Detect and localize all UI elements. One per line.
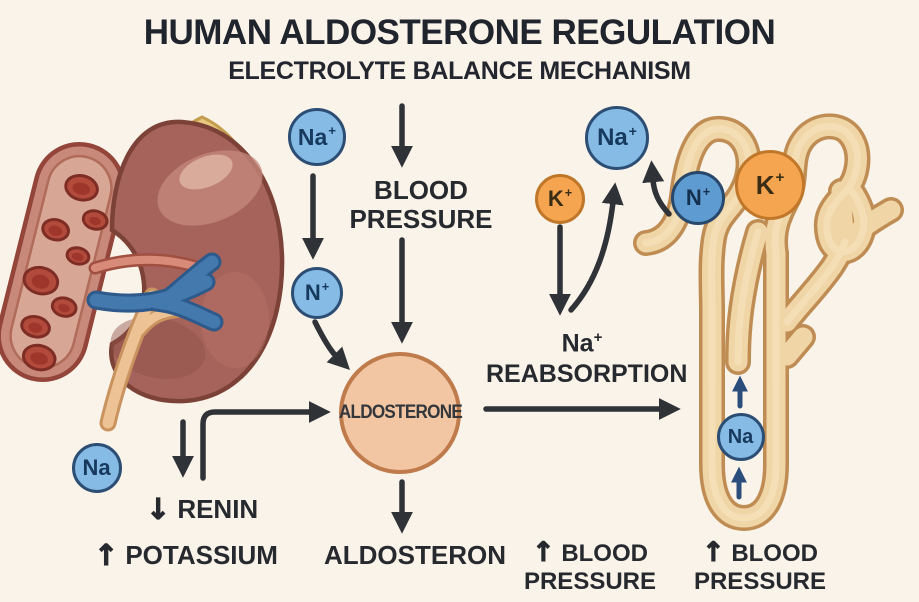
- potassium-ion-mid: K+: [535, 174, 585, 224]
- arrow-n-to-aldosterone: [312, 319, 350, 371]
- renin-label: ↓ RENIN: [145, 492, 259, 527]
- ion-label: Na: [597, 124, 628, 151]
- potassium-label: ↑ POTASSIUM: [93, 538, 278, 573]
- adrenal-gland-icon: [146, 115, 262, 206]
- ion-label: K: [547, 186, 564, 211]
- na-reabsorption-label: Na+ REABSORPTION: [486, 329, 688, 389]
- kidney-illustration: [0, 115, 285, 432]
- up-arrow-icon: ↑: [532, 537, 556, 568]
- arrow-k-to-na: [568, 182, 624, 313]
- ion-label: Na: [297, 123, 328, 150]
- up-arrow-icon: ↑: [702, 537, 726, 568]
- aldosterone-label: ALDOSTERONE: [338, 402, 462, 423]
- kidney-icon: [109, 119, 285, 404]
- ion-charge: +: [564, 185, 573, 201]
- aldosterone-node: ALDOSTERONE: [338, 352, 462, 474]
- renal-vein-icon: [86, 252, 224, 332]
- arrow-n-to-na: [642, 160, 672, 217]
- blood-pressure-top-label: BLOOD PRESSURE: [349, 175, 493, 234]
- blood-vessel-icon: [0, 142, 126, 382]
- potassium-ion-nephron: K+: [735, 150, 805, 220]
- sodium-ion-top-left: Na+: [288, 108, 346, 166]
- ion-charge: +: [775, 168, 785, 186]
- ion-label: Na: [727, 425, 754, 448]
- down-arrow-icon: ↓: [145, 492, 171, 527]
- aldosteron-bottom-label: ALDOSTERON: [324, 540, 506, 570]
- ion-label: N: [685, 185, 702, 210]
- ion-charge: +: [328, 122, 337, 138]
- ion-label: N: [304, 280, 321, 305]
- page-title: HUMAN ALDOSTERONE REGULATION: [143, 13, 776, 52]
- blood-pressure-mid-label: ↑ BLOOD PRESSURE: [523, 537, 657, 595]
- sodium-ion-loop: Na: [717, 413, 765, 461]
- sodium-ion-right: N+: [671, 171, 725, 225]
- blood-pressure-right-label: ↑ BLOOD PRESSURE: [693, 537, 827, 595]
- ion-charge: +: [702, 184, 711, 200]
- ureter-icon: [99, 287, 188, 432]
- red-blood-cells: [20, 174, 109, 372]
- sodium-ion-mid-left: N+: [291, 267, 343, 319]
- renal-artery-icon: [88, 253, 207, 275]
- ion-charge: +: [321, 279, 330, 295]
- arrow-renin-to-aldosterone: [200, 401, 331, 481]
- ion-label: Na: [82, 455, 111, 480]
- up-arrow-icon: ↑: [93, 538, 119, 573]
- ion-charge: +: [628, 123, 637, 140]
- page-subtitle: ELECTROLYTE BALANCE MECHANISM: [228, 57, 691, 85]
- ion-label: K: [755, 169, 775, 200]
- sodium-ion-bottom-left: Na: [72, 443, 122, 493]
- sodium-ion-top-right: Na+: [585, 106, 649, 170]
